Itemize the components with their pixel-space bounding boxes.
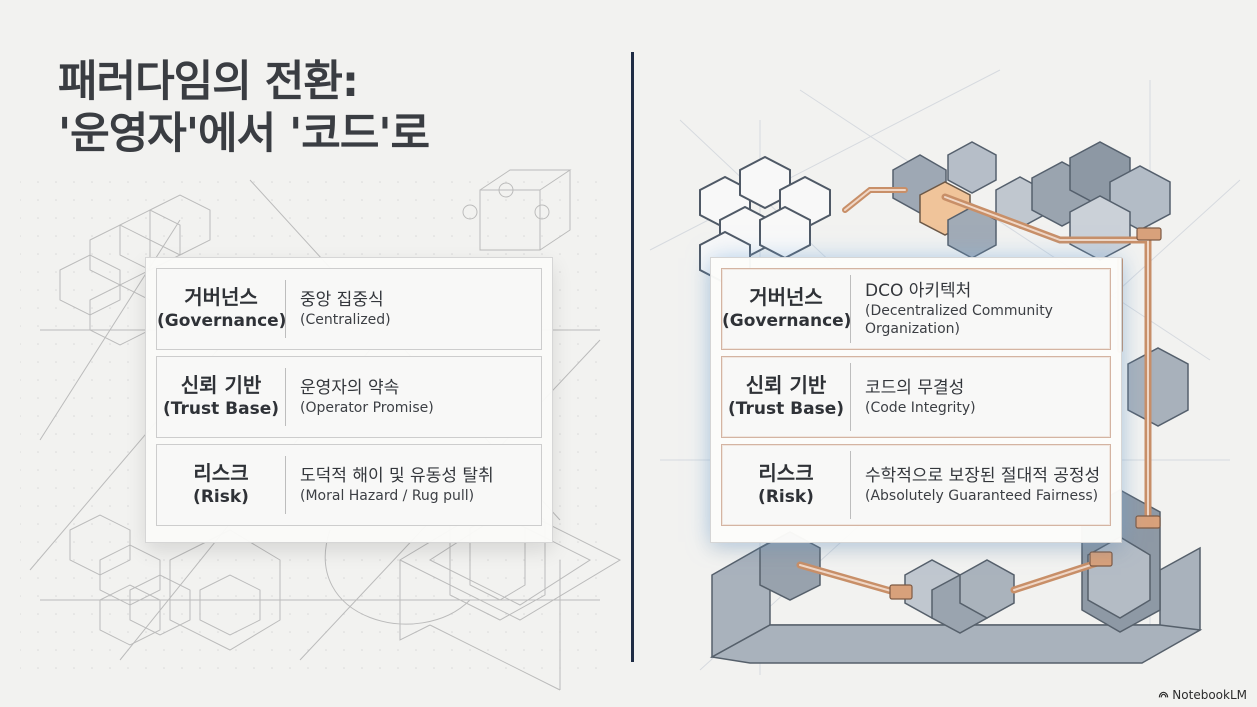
trust-base-value-korean: 코드의 무결성 bbox=[865, 378, 965, 398]
risk-value-korean: 도덕적 해이 및 유동성 탈취 bbox=[300, 465, 494, 486]
risk-value: 도덕적 해이 및 유동성 탈취 (Moral Hazard / Rug pull… bbox=[285, 456, 541, 514]
cube-cluster-right bbox=[1031, 141, 1189, 427]
risk-label-korean: 리스크 bbox=[758, 461, 814, 485]
risk-label-english: (Risk) bbox=[758, 487, 814, 507]
trust-base-row: 신뢰 기반 (Trust Base) 운영자의 약속 (Operator Pro… bbox=[156, 356, 542, 438]
trust-base-label-korean: 신뢰 기반 bbox=[745, 373, 827, 397]
governance-label-english: (Governance) bbox=[722, 311, 852, 331]
governance-label-korean: 거버넌스 bbox=[749, 285, 823, 309]
governance-value: 중앙 집중식 (Centralized) bbox=[285, 280, 541, 338]
watermark-text: NotebookLM bbox=[1172, 688, 1247, 702]
center-divider bbox=[631, 52, 634, 662]
governance-value: DCO 아키텍처 (Decentralized Community Organi… bbox=[850, 275, 1110, 343]
trust-base-value: 운영자의 약속 (Operator Promise) bbox=[285, 368, 541, 426]
trust-base-label-korean: 신뢰 기반 bbox=[180, 373, 262, 397]
governance-row: 거버넌스 (Governance) 중앙 집중식 (Centralized) bbox=[156, 268, 542, 350]
trust-base-row: 신뢰 기반 (Trust Base) 코드의 무결성 (Code Integri… bbox=[721, 356, 1111, 438]
governance-row: 거버넌스 (Governance) DCO 아키텍처 (Decentralize… bbox=[721, 268, 1111, 350]
trust-base-value-english: (Code Integrity) bbox=[865, 400, 976, 416]
governance-value-english: (Decentralized Community Organization) bbox=[865, 303, 1053, 337]
governance-label-english: (Governance) bbox=[157, 311, 287, 331]
risk-row: 리스크 (Risk) 수학적으로 보장된 절대적 공정성 (Absolutely… bbox=[721, 444, 1111, 526]
risk-value: 수학적으로 보장된 절대적 공정성 (Absolutely Guaranteed… bbox=[850, 451, 1110, 519]
risk-value-english: (Absolutely Guaranteed Fairness) bbox=[865, 488, 1099, 504]
governance-label: 거버넌스 (Governance) bbox=[157, 285, 287, 333]
code-comparison-panel: 거버넌스 (Governance) DCO 아키텍처 (Decentralize… bbox=[711, 258, 1121, 542]
page-title-line-1: 패러다임의 전환: bbox=[58, 57, 359, 107]
notebooklm-watermark: NotebookLM bbox=[1158, 688, 1247, 702]
governance-label-korean: 거버넌스 bbox=[184, 285, 258, 309]
notebooklm-icon bbox=[1159, 691, 1169, 697]
trust-base-label-english: (Trust Base) bbox=[163, 399, 279, 419]
trust-base-value: 코드의 무결성 (Code Integrity) bbox=[850, 363, 1110, 431]
trust-base-label: 신뢰 기반 (Trust Base) bbox=[722, 373, 850, 421]
page-title-line-2: '운영자'에서 '코드'로 bbox=[58, 109, 430, 159]
risk-label: 리스크 (Risk) bbox=[157, 461, 285, 509]
risk-label: 리스크 (Risk) bbox=[722, 461, 850, 509]
governance-value-english: (Centralized) bbox=[300, 311, 391, 328]
trust-base-value-english: (Operator Promise) bbox=[300, 399, 434, 416]
risk-label-korean: 리스크 bbox=[193, 461, 249, 485]
governance-value-korean: 중앙 집중식 bbox=[300, 289, 384, 310]
cube-cluster-top bbox=[892, 141, 1045, 259]
risk-value-korean: 수학적으로 보장된 절대적 공정성 bbox=[865, 466, 1101, 486]
risk-value-english: (Moral Hazard / Rug pull) bbox=[300, 487, 475, 504]
risk-label-english: (Risk) bbox=[193, 487, 249, 507]
risk-row: 리스크 (Risk) 도덕적 해이 및 유동성 탈취 (Moral Hazard… bbox=[156, 444, 542, 526]
trust-base-value-korean: 운영자의 약속 bbox=[300, 377, 400, 398]
operator-comparison-panel: 거버넌스 (Governance) 중앙 집중식 (Centralized) 신… bbox=[146, 258, 552, 542]
governance-label: 거버넌스 (Governance) bbox=[722, 285, 852, 333]
frame-structure bbox=[709, 489, 1203, 664]
trust-base-label: 신뢰 기반 (Trust Base) bbox=[157, 373, 285, 421]
governance-value-korean: DCO 아키텍처 bbox=[865, 281, 972, 301]
page-title: 패러다임의 전환: '운영자'에서 '코드'로 bbox=[58, 56, 430, 160]
right-isometric-illustration bbox=[649, 69, 1241, 675]
trust-base-label-english: (Trust Base) bbox=[728, 399, 844, 419]
